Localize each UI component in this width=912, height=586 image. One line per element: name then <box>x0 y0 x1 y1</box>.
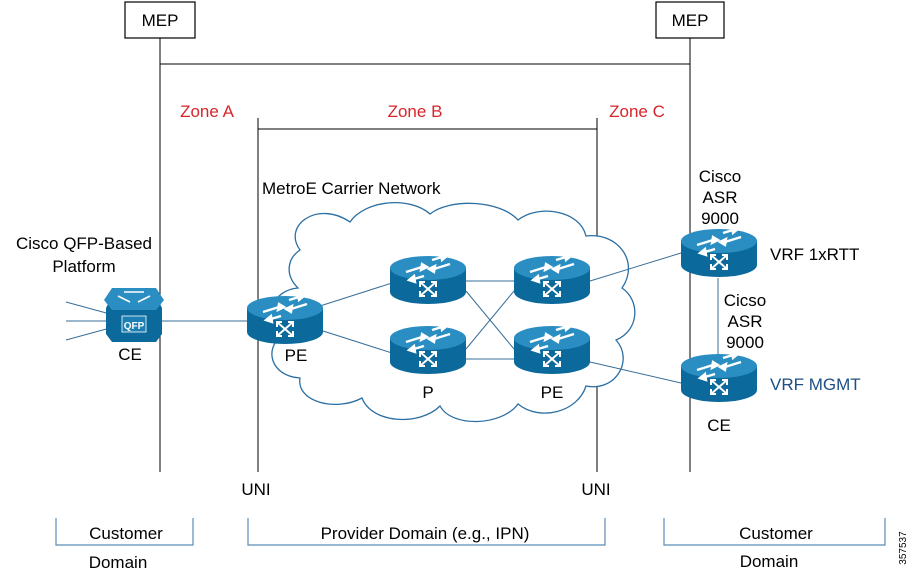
qfp-platform-label-line1: Cisco QFP-Based <box>16 234 152 253</box>
pe-left-label: PE <box>285 346 308 365</box>
customer-left-label: Customer <box>89 524 163 543</box>
figure-id: 357537 <box>898 531 909 565</box>
zone-b-label: Zone B <box>388 102 443 121</box>
pe-router-top-icon <box>512 252 592 306</box>
network-links <box>66 252 719 384</box>
metroe-network-label: MetroE Carrier Network <box>262 179 441 198</box>
qfp-chip-label: QFP <box>124 321 145 332</box>
mep-left-label: MEP <box>142 11 179 30</box>
uni-right-label: UNI <box>581 480 610 499</box>
pe-left-router-icon <box>245 292 325 346</box>
mep-right-label: MEP <box>672 11 709 30</box>
provider-domain-label: Provider Domain (e.g., IPN) <box>321 524 530 543</box>
asr-bottom-label-line3: 9000 <box>726 333 764 352</box>
asr-top-label-line2: ASR <box>703 188 738 207</box>
qfp-platform-icon: QFP <box>104 288 164 342</box>
ce-right-router-icon <box>679 350 759 404</box>
pe-right-router-icon <box>512 322 592 376</box>
qfp-incoming-lines <box>65 301 111 341</box>
domain-right-label: Domain <box>740 552 799 571</box>
asr-bottom-label-line2: ASR <box>728 312 763 331</box>
qfp-platform-label-line2: Platform <box>52 257 115 276</box>
p-router-top-icon <box>388 252 468 306</box>
ce-left-label: CE <box>118 345 142 364</box>
asr-top-label-line1: Cisco <box>699 167 742 186</box>
customer-right-label: Customer <box>739 524 813 543</box>
metroe-cloud <box>270 202 636 423</box>
vrf-1xrtt-label: VRF 1xRTT <box>770 245 859 264</box>
asr-bottom-label-line1: Cicso <box>724 291 767 310</box>
zone-a-label: Zone A <box>180 102 235 121</box>
mep-box-left: MEP <box>124 1 196 39</box>
domain-left-label: Domain <box>89 553 148 572</box>
mep-box-right: MEP <box>655 1 725 39</box>
vrf-mgmt-label: VRF MGMT <box>770 375 861 394</box>
uni-left-label: UNI <box>241 480 270 499</box>
asr-top-router-icon <box>679 225 759 279</box>
ce-right-label: CE <box>707 416 731 435</box>
p-router-bottom-icon <box>388 322 468 376</box>
zone-c-label: Zone C <box>609 102 665 121</box>
asr-top-label-line3: 9000 <box>701 209 739 228</box>
domain-brackets <box>55 518 886 546</box>
pe-right-label: PE <box>541 383 564 402</box>
p-label: P <box>422 383 433 402</box>
